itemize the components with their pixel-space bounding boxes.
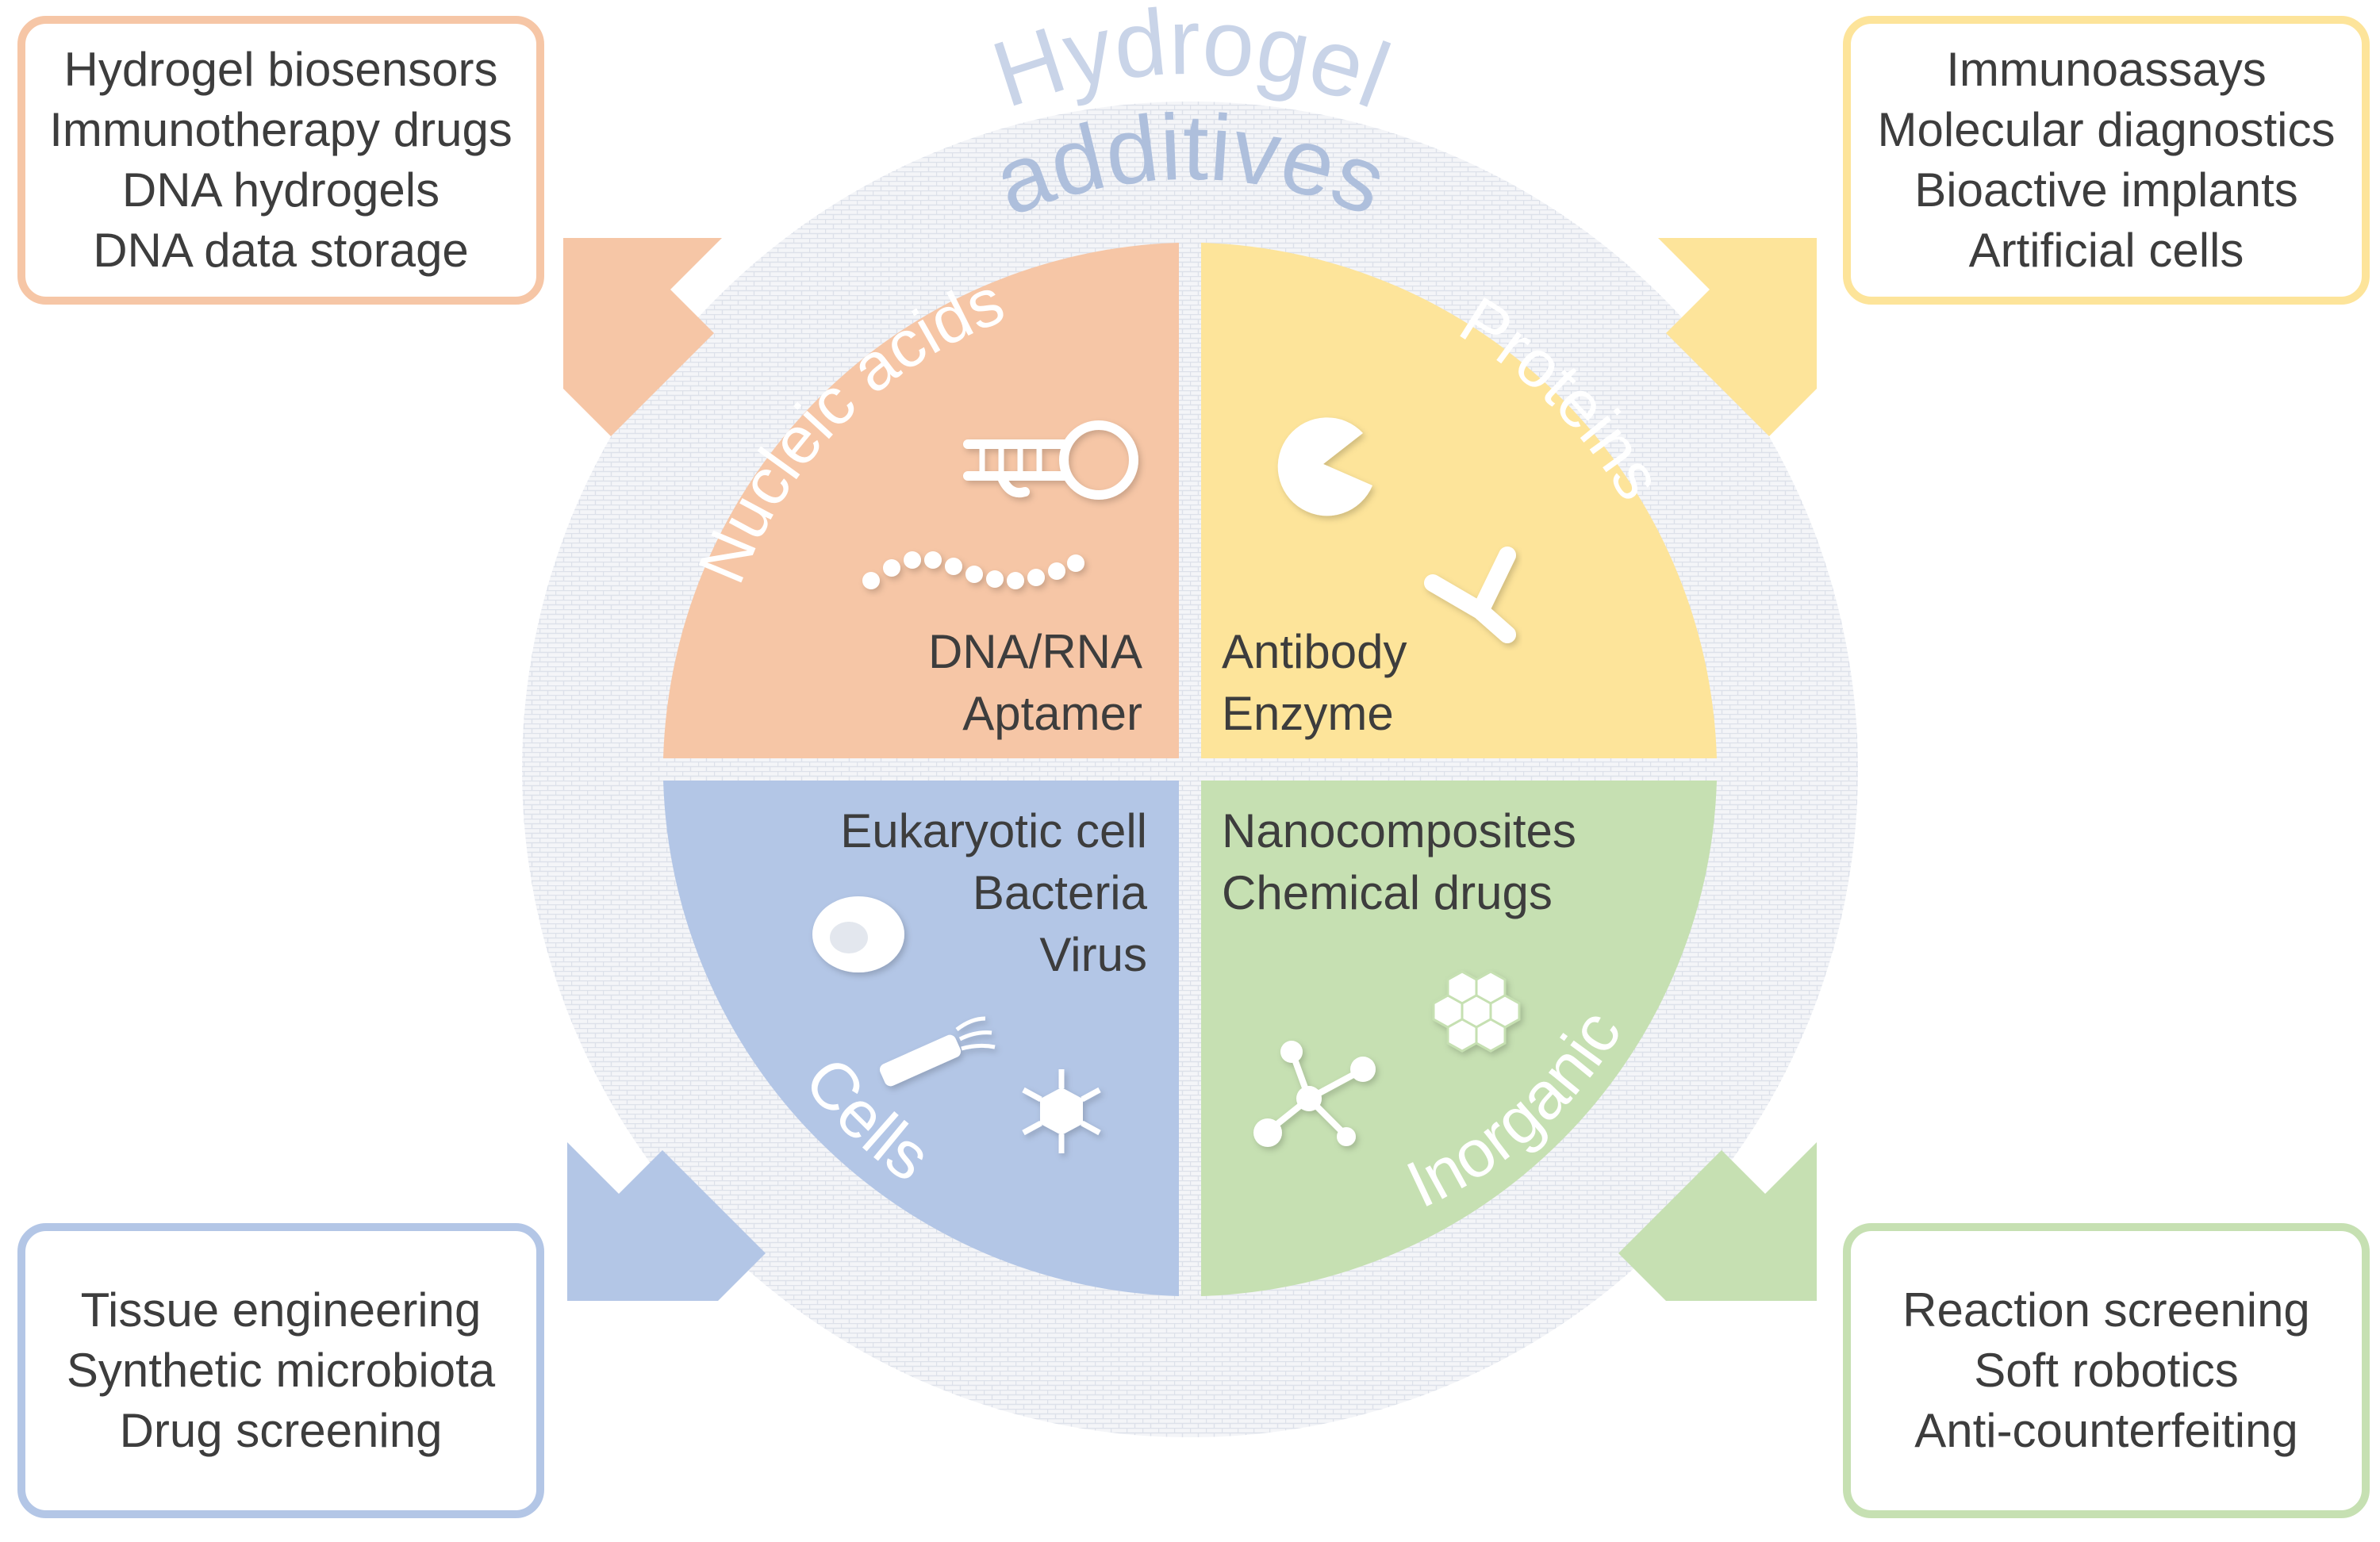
item-bacteria: Bacteria (973, 866, 1148, 919)
item-enzyme: Enzyme (1222, 687, 1394, 740)
nanocluster-icon (1432, 970, 1521, 1053)
applications-box-bottom-left: Tissue engineering Synthetic microbiota … (17, 1223, 544, 1518)
quadrant-cells (663, 781, 1179, 1296)
arrow-top-left (563, 238, 722, 436)
virus-icon (1022, 1069, 1101, 1153)
arrow-bottom-right (1618, 1142, 1817, 1301)
antibody-icon (1424, 547, 1516, 643)
arrow-top-right (1658, 238, 1817, 436)
application-item: Hydrogel biosensors (63, 43, 498, 96)
application-item: Tissue engineering (80, 1283, 482, 1337)
item-chemical-drugs: Chemical drugs (1222, 866, 1553, 919)
quadrant-proteins (1201, 243, 1717, 758)
item-virus: Virus (1039, 928, 1147, 981)
arrow-bottom-left (567, 1142, 766, 1301)
application-item: Drug screening (119, 1404, 443, 1457)
item-dna-rna: DNA/RNA (928, 625, 1142, 678)
molecule-icon (1253, 1041, 1376, 1147)
application-item: Soft robotics (1974, 1344, 2239, 1397)
application-item: Bioactive implants (1914, 163, 2298, 217)
applications-box-top-left: Hydrogel biosensors Immunotherapy drugs … (17, 16, 544, 305)
aptamer-hairpin-icon (963, 420, 1138, 500)
applications-box-top-right: Immunoassays Molecular diagnostics Bioac… (1843, 16, 2370, 305)
application-item: Immunoassays (1946, 43, 2267, 96)
application-item: Anti-counterfeiting (1914, 1404, 2298, 1457)
item-eukaryotic-cell: Eukaryotic cell (840, 804, 1147, 857)
item-nanocomposites: Nanocomposites (1222, 804, 1576, 857)
application-item: Synthetic microbiota (66, 1344, 496, 1397)
item-aptamer: Aptamer (962, 687, 1142, 740)
quadrant-nucleic-acids (663, 243, 1179, 758)
item-antibody: Antibody (1222, 625, 1407, 678)
application-item: DNA hydrogels (121, 163, 440, 217)
bacterium-icon (879, 1016, 996, 1087)
eukaryotic-cell-icon (812, 896, 904, 972)
application-item: Molecular diagnostics (1877, 103, 2336, 156)
application-item: DNA data storage (93, 224, 469, 277)
application-item: Immunotherapy drugs (49, 103, 512, 156)
enzyme-icon (1277, 417, 1372, 516)
applications-box-bottom-right: Reaction screening Soft robotics Anti-co… (1843, 1223, 2370, 1518)
dna-strand-icon (862, 551, 1084, 589)
application-item: Reaction screening (1902, 1283, 2310, 1337)
application-item: Artificial cells (1968, 224, 2244, 277)
